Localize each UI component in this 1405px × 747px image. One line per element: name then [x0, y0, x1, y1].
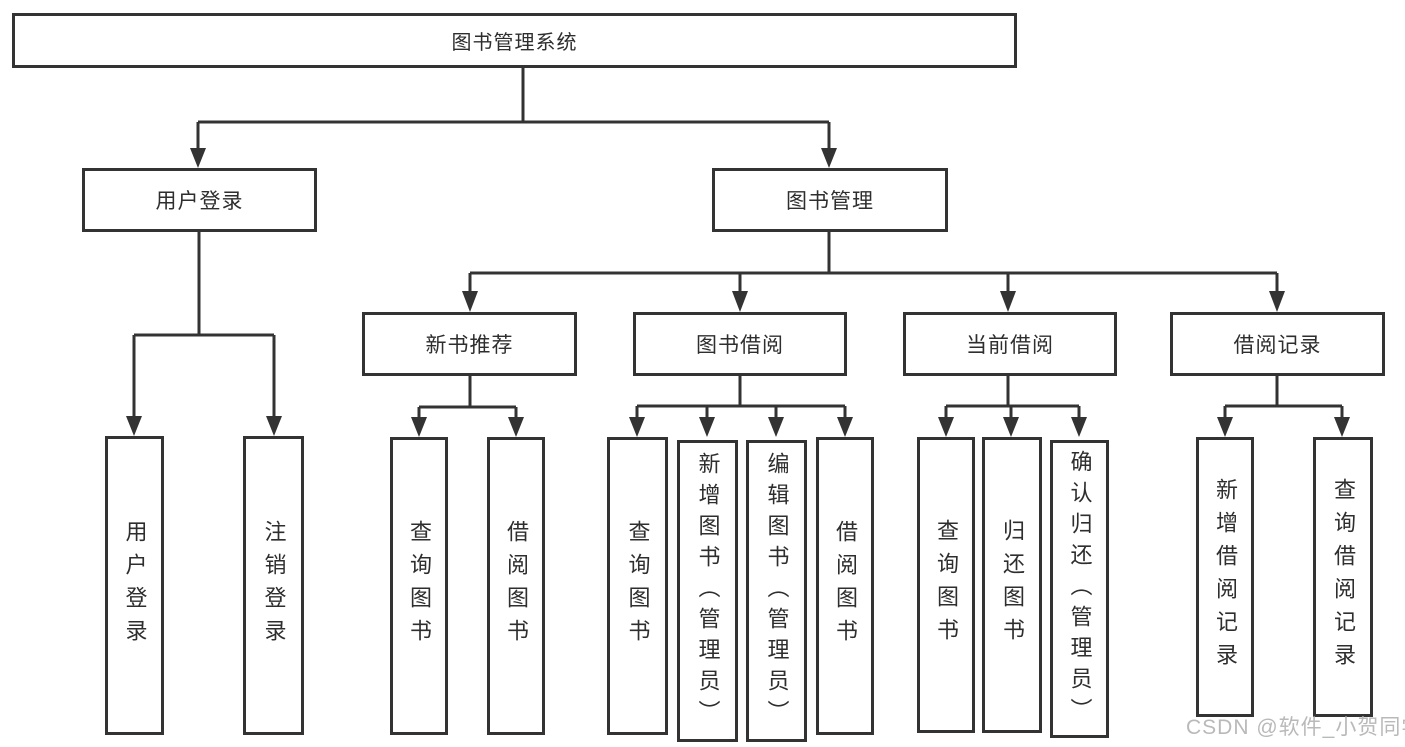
- node-book-borrowing: 图书借阅: [633, 312, 847, 376]
- leaf-confirm-return-admin: 确认归还（管理员）: [1050, 440, 1109, 738]
- arrowhead-icons: [126, 148, 1350, 437]
- leaf-user-login: 用户登录: [105, 436, 164, 735]
- leaf-query-books-borrowing: 查询图书: [607, 437, 668, 735]
- leaf-add-borrow-record: 新增借阅记录: [1196, 437, 1254, 717]
- leaf-return-books: 归还图书: [982, 437, 1042, 733]
- leaf-add-books-admin: 新增图书（管理员）: [677, 440, 738, 742]
- leaf-edit-books-admin: 编辑图书（管理员）: [746, 440, 807, 742]
- node-root-system: 图书管理系统: [12, 13, 1017, 68]
- leaf-borrow-books: 借阅图书: [816, 437, 874, 735]
- leaf-query-books-recommend: 查询图书: [390, 437, 448, 735]
- leaf-borrow-books-recommend: 借阅图书: [487, 437, 545, 735]
- watermark: CSDN @软件_小贺同学: [1186, 716, 1405, 739]
- node-book-management-branch: 图书管理: [712, 168, 948, 232]
- node-current-borrowing: 当前借阅: [903, 312, 1117, 376]
- leaf-query-borrow-record: 查询借阅记录: [1313, 437, 1373, 717]
- node-new-book-recommend: 新书推荐: [362, 312, 577, 376]
- node-user-login-branch: 用户登录: [82, 168, 317, 232]
- connector-lines: [132, 66, 1344, 419]
- leaf-query-books-current: 查询图书: [917, 437, 975, 733]
- leaf-logout: 注销登录: [243, 436, 304, 735]
- node-borrowing-records: 借阅记录: [1170, 312, 1385, 376]
